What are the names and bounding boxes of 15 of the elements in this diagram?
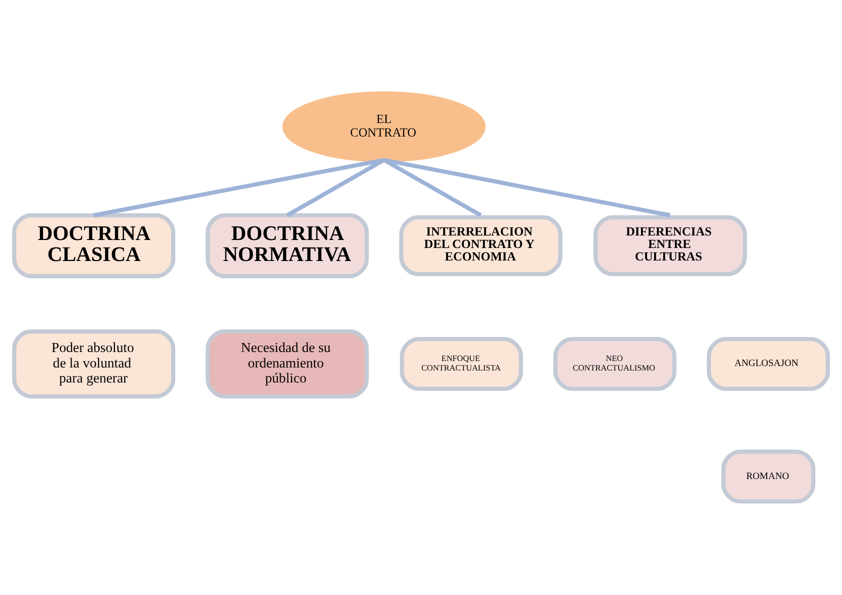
node-box: ANGLOSAJON bbox=[706, 336, 830, 391]
connector bbox=[383, 158, 482, 218]
node-box: NEO CONTRACTUALISMO bbox=[553, 336, 676, 391]
node-box: Poder absoluto de la voluntad para generar bbox=[12, 329, 176, 398]
node-box: DOCTRINA CLASICA bbox=[12, 213, 176, 278]
node-ellipse: EL CONTRATO bbox=[282, 91, 486, 162]
node-box: Necesidad de su ordenamiento público bbox=[206, 329, 369, 398]
node-box: DIFERENCIAS ENTRE CULTURAS bbox=[593, 215, 747, 276]
node-box: ROMANO bbox=[721, 450, 816, 504]
connector bbox=[93, 158, 384, 218]
connector bbox=[384, 158, 671, 218]
node-box: INTERRELACION DEL CONTRATO Y ECONOMIA bbox=[399, 215, 562, 276]
node-box: DOCTRINA NORMATIVA bbox=[206, 213, 369, 278]
node-box: ENFOQUE CONTRACTUALISTA bbox=[400, 336, 523, 391]
connector bbox=[286, 158, 386, 218]
